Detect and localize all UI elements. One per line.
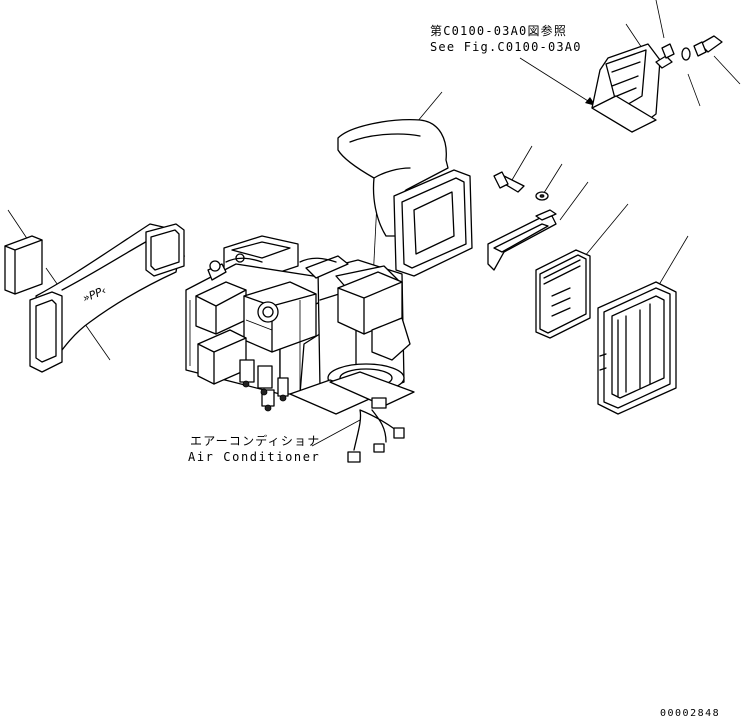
drawing-number: 00002848 [660, 708, 721, 719]
filter-element [535, 249, 591, 339]
assembly-label-en: Air Conditioner [188, 450, 321, 464]
filter-block [4, 235, 43, 295]
assembly-label-jp: エアーコンディショナ [190, 434, 321, 448]
bracket-assembly [591, 35, 723, 133]
leader-lines [7, 0, 741, 447]
upper-duct [337, 119, 473, 277]
left-duct: »PP‹ [29, 223, 185, 373]
reference-label-en: See Fig.C0100-03A0 [430, 40, 582, 54]
reference-label-jp: 第C0100-03A0図参照 [430, 24, 568, 38]
air-conditioner-unit [185, 235, 415, 463]
filter-case [597, 281, 677, 415]
bolt-and-washer [493, 171, 549, 201]
gasket-frame [487, 209, 557, 271]
